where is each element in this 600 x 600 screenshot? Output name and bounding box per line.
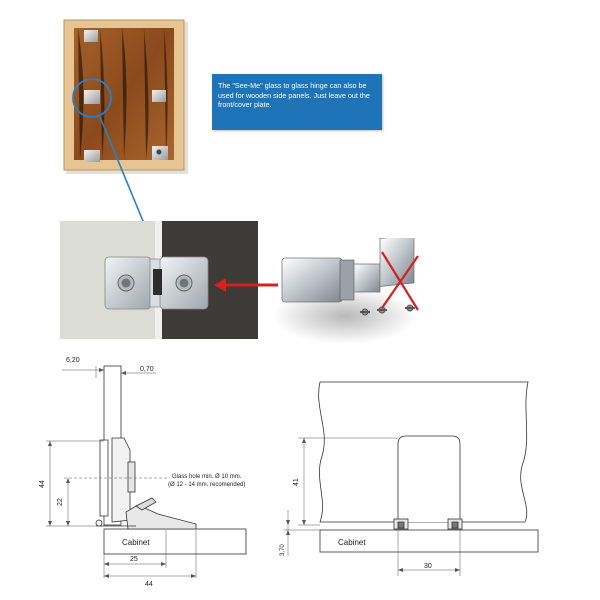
dim-width-label: 30 [424, 563, 432, 570]
info-callout: The "See-Me" glass to glass hinge can al… [212, 74, 382, 130]
glass-hole-note-line2: (Ø 12 - 14 mm. recomended) [168, 482, 245, 488]
dim-height-label: 44 [39, 480, 46, 488]
right-technical-drawing: 41 3,70 Cabinet 30 [280, 381, 539, 576]
cabinet-photo [63, 19, 188, 174]
dim-offset-label: 3,70 [280, 544, 286, 556]
dim-height-label: 41 [293, 478, 300, 486]
cabinet-label: Cabinet [338, 538, 366, 547]
hinge-closeup-photo [60, 221, 258, 339]
glass-hole-note-line1: Glass hole min. Ø 10 mm. [172, 474, 242, 480]
red-arrow-icon [214, 278, 278, 292]
dim-top-right-label: 0,70 [140, 366, 154, 373]
dim-bottom-inner-label: 25 [130, 556, 138, 563]
highlight-circle [72, 78, 112, 118]
left-technical-drawing: 6,20 0,70 44 22 Glass hole min. Ø 10 mm.… [39, 357, 247, 588]
hinge-product-photo [273, 238, 419, 344]
dim-mid-label: 22 [57, 498, 64, 506]
dim-top-left-label: 6,20 [66, 357, 80, 364]
dim-bottom-outer-label: 44 [145, 581, 153, 588]
cabinet-label: Cabinet [122, 538, 150, 547]
cabinet-outline [319, 529, 539, 553]
